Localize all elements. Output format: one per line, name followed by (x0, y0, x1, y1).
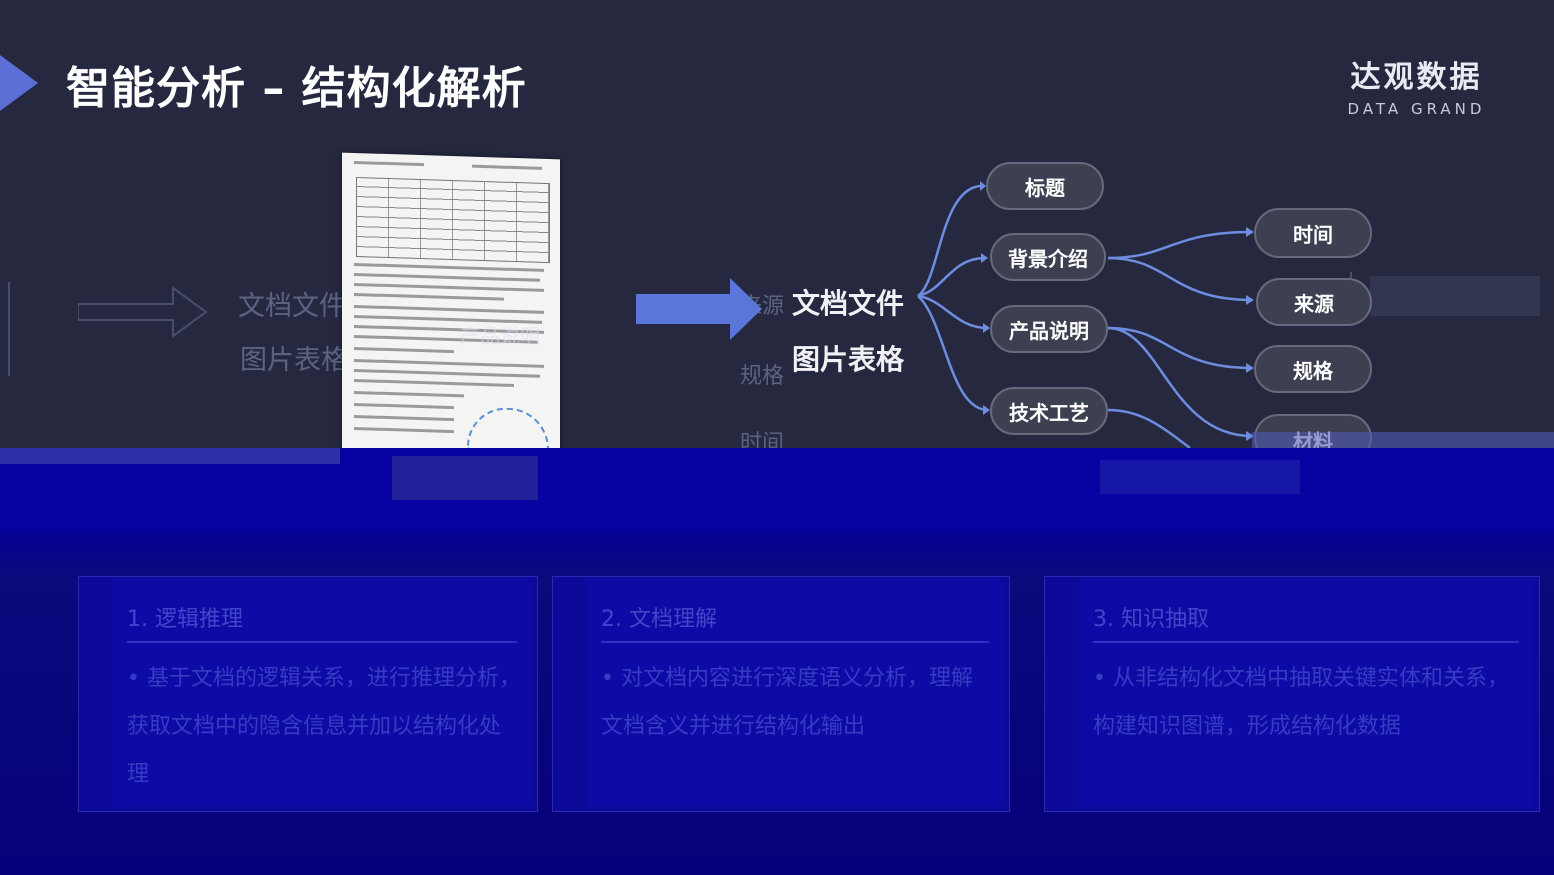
feature-card-title: 3. 知识抽取 (1093, 607, 1209, 632)
tree-node-title: 标题 (986, 162, 1104, 210)
tree-node-background: 背景介绍 (990, 233, 1106, 281)
logo-english-text: DATA GRAND (1347, 100, 1486, 118)
page-title: 智能分析 – 结构化解析 (66, 63, 527, 114)
input-label-doc: 文档文件 (792, 287, 905, 320)
feature-card-divider (127, 641, 517, 643)
glitch-block (1100, 460, 1300, 494)
feature-card-panel: 1. 逻辑推理 • 基于文档的逻辑关系，进行推理分析，获取文档中的隐含信息并加以… (113, 579, 531, 807)
process-arrow-icon (730, 278, 762, 340)
ghost-tag-spec: 规格 (740, 364, 785, 389)
ghost-bracket-left (8, 282, 10, 376)
feature-card-title: 2. 文档理解 (601, 607, 717, 632)
ghost-center-label: 产品说明 (460, 324, 540, 348)
title-accent-triangle (0, 55, 38, 111)
feature-card-divider (601, 641, 989, 643)
logo-chinese-text: 达观数据 (1350, 60, 1483, 95)
feature-card-body: • 从非结构化文档中抽取关键实体和关系，构建知识图谱，形成结构化数据 (1093, 666, 1509, 739)
tree-node-time: 时间 (1254, 208, 1372, 258)
feature-card-body: • 对文档内容进行深度语义分析，理解文档含义并进行结构化输出 (601, 666, 973, 739)
feature-card-3: 3. 知识抽取 • 从非结构化文档中抽取关键实体和关系，构建知识图谱，形成结构化… (1044, 576, 1540, 812)
tree-node-spec: 规格 (1254, 345, 1372, 393)
feature-card-panel: 2. 文档理解 • 对文档内容进行深度语义分析，理解文档含义并进行结构化输出 (587, 579, 1003, 807)
feature-card-1: 1. 逻辑推理 • 基于文档的逻辑关系，进行推理分析，获取文档中的隐含信息并加以… (78, 576, 538, 812)
tree-node-source: 来源 (1256, 278, 1372, 326)
tree-node-product: 产品说明 (990, 305, 1108, 353)
ghost-arrow-icon (78, 286, 208, 338)
feature-card-2: 2. 文档理解 • 对文档内容进行深度语义分析，理解文档含义并进行结构化输出 (552, 576, 1010, 812)
ghost-label-doc: 文档文件 (238, 291, 346, 322)
company-logo: 达观数据 DATA GRAND (1344, 52, 1489, 118)
input-label-image: 图片表格 (792, 343, 905, 376)
process-arrow-body (636, 294, 732, 324)
feature-card-divider (1093, 641, 1519, 643)
glitch-block (1252, 432, 1554, 448)
ghost-bracket-right-top (1370, 276, 1540, 316)
glitch-block (392, 456, 538, 500)
ghost-label-image: 图片表格 (240, 345, 348, 376)
feature-card-panel: 3. 知识抽取 • 从非结构化文档中抽取关键实体和关系，构建知识图谱，形成结构化… (1079, 579, 1533, 807)
feature-card-title: 1. 逻辑推理 (127, 607, 243, 632)
tree-node-technology: 技术工艺 (990, 387, 1108, 435)
feature-card-body: • 基于文档的逻辑关系，进行推理分析，获取文档中的隐含信息并加以结构化处理 (127, 666, 521, 787)
glitch-block (0, 448, 340, 464)
